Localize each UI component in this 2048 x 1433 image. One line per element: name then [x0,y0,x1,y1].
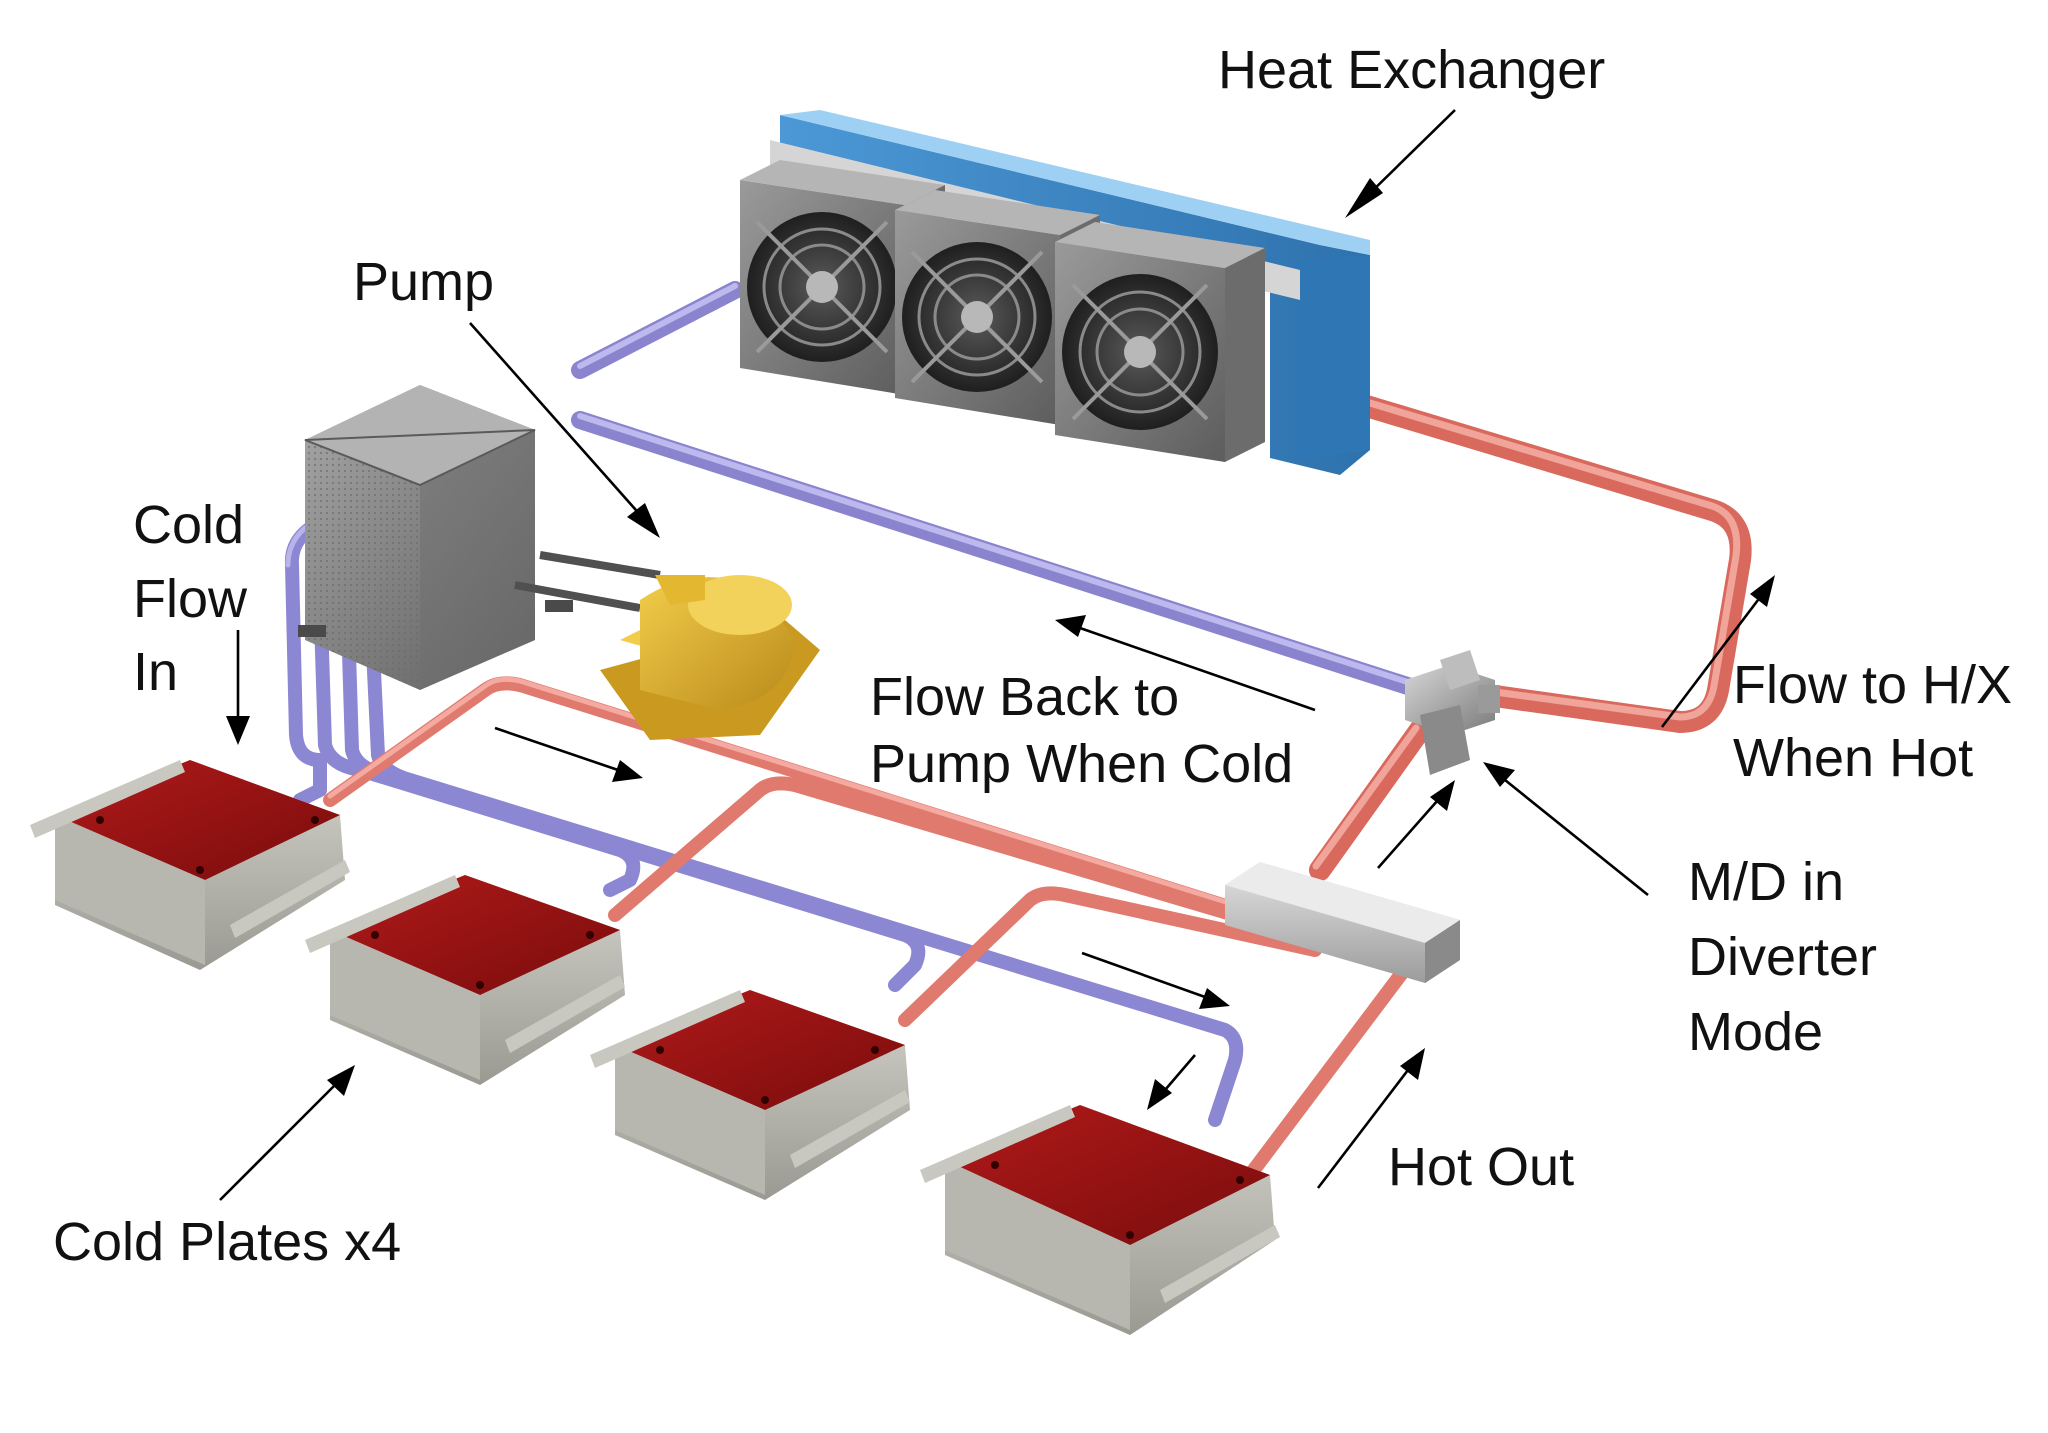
label-flow-to-hx-1: Flow to H/X [1733,655,2012,715]
label-cold-flow-in-2: Flow [133,569,248,629]
label-pump: Pump [353,252,494,312]
label-md-1: M/D in [1688,852,1844,912]
arrow-icon [469,322,644,519]
arrow-icon [1081,951,1206,999]
manifold-icon [1225,862,1460,983]
cold-plate-icon [30,760,350,970]
diverter-valve-icon [1405,650,1500,775]
cold-hx-line [571,281,744,379]
heat-exchanger-icon [740,110,1370,475]
label-heat-exchanger: Heat Exchanger [1218,40,1605,100]
arrow-icon [1504,778,1649,897]
pump-icon [600,575,820,740]
label-cold-flow-in-1: Cold [133,495,244,555]
label-flow-back-2: Pump When Cold [870,734,1293,794]
cold-plate-icon [920,1105,1280,1335]
cold-return-line [571,411,1429,699]
cold-plate-icon [305,875,625,1085]
label-hot-out: Hot Out [1388,1137,1574,1197]
fan-icon [1055,222,1265,462]
arrow-icon [219,1084,336,1201]
hot-manifold-line [1309,719,1431,881]
label-md-2: Diverter [1688,927,1877,987]
arrow-icon [1660,599,1760,728]
cold-plate-icon [590,990,910,1200]
arrow-icon [1079,626,1316,712]
label-flow-to-hx-2: When Hot [1733,728,1973,788]
arrow-icon [494,726,619,772]
labels: Heat Exchanger Pump Cold Flow In Flow Ba… [53,40,2012,1272]
label-cold-flow-in-3: In [133,642,178,702]
annotations [219,109,1775,1201]
reservoir-icon [298,385,661,690]
label-flow-back-1: Flow Back to [870,667,1179,727]
label-cold-plates: Cold Plates x4 [53,1212,401,1272]
arrow-icon [1377,799,1439,869]
arrow-icon [1362,109,1456,201]
label-md-3: Mode [1688,1002,1823,1062]
arrow-icon [1316,1069,1410,1189]
arrow-icon [1164,1054,1196,1091]
hot-hx-line [1329,387,1752,733]
